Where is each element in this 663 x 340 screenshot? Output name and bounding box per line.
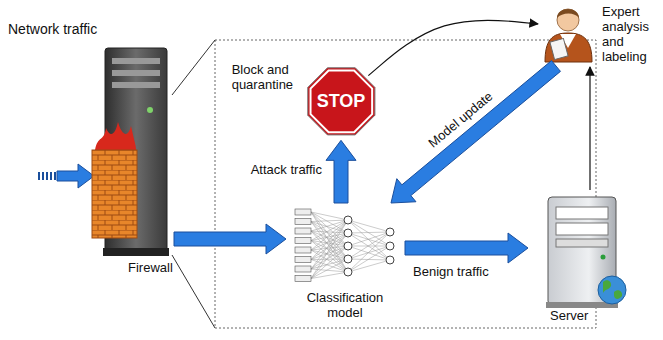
server: Server: [530, 192, 630, 306]
edge-label: Benign traffic: [413, 264, 489, 279]
traffic-tail: [38, 172, 56, 180]
node-label: Server: [550, 308, 620, 323]
region-outline: [215, 40, 596, 328]
firewall-icon: [92, 48, 169, 256]
feedback-arrow: [589, 67, 590, 190]
traffic-arrow: [57, 164, 94, 188]
node-label: Firewall: [128, 260, 208, 275]
firewall: Firewall: [92, 45, 172, 257]
region-line: [172, 255, 215, 328]
node-label: Expert analysis and labeling: [602, 4, 660, 64]
edge-label: Attack traffic: [251, 162, 322, 177]
expert-icon: [545, 9, 592, 62]
flow-label: Network traffic: [8, 22, 97, 37]
classification-model: Classification model: [288, 205, 403, 287]
stop-sign: Block and quarantineSTOP: [304, 64, 379, 139]
region-line: [172, 40, 215, 95]
feedback-arrow: [368, 20, 538, 75]
neural-net-icon: [295, 209, 394, 282]
flow-arrow: [174, 224, 286, 254]
flow-arrow: [405, 233, 528, 263]
flow-arrow: [326, 140, 356, 203]
server-icon: [546, 197, 626, 308]
flow-arrow: [391, 61, 560, 203]
expert: Expert analysis and labeling: [540, 2, 600, 64]
sign-text: STOP: [304, 64, 379, 139]
node-label: Block and quarantine: [232, 62, 298, 92]
node-label: Classification model: [290, 290, 400, 320]
